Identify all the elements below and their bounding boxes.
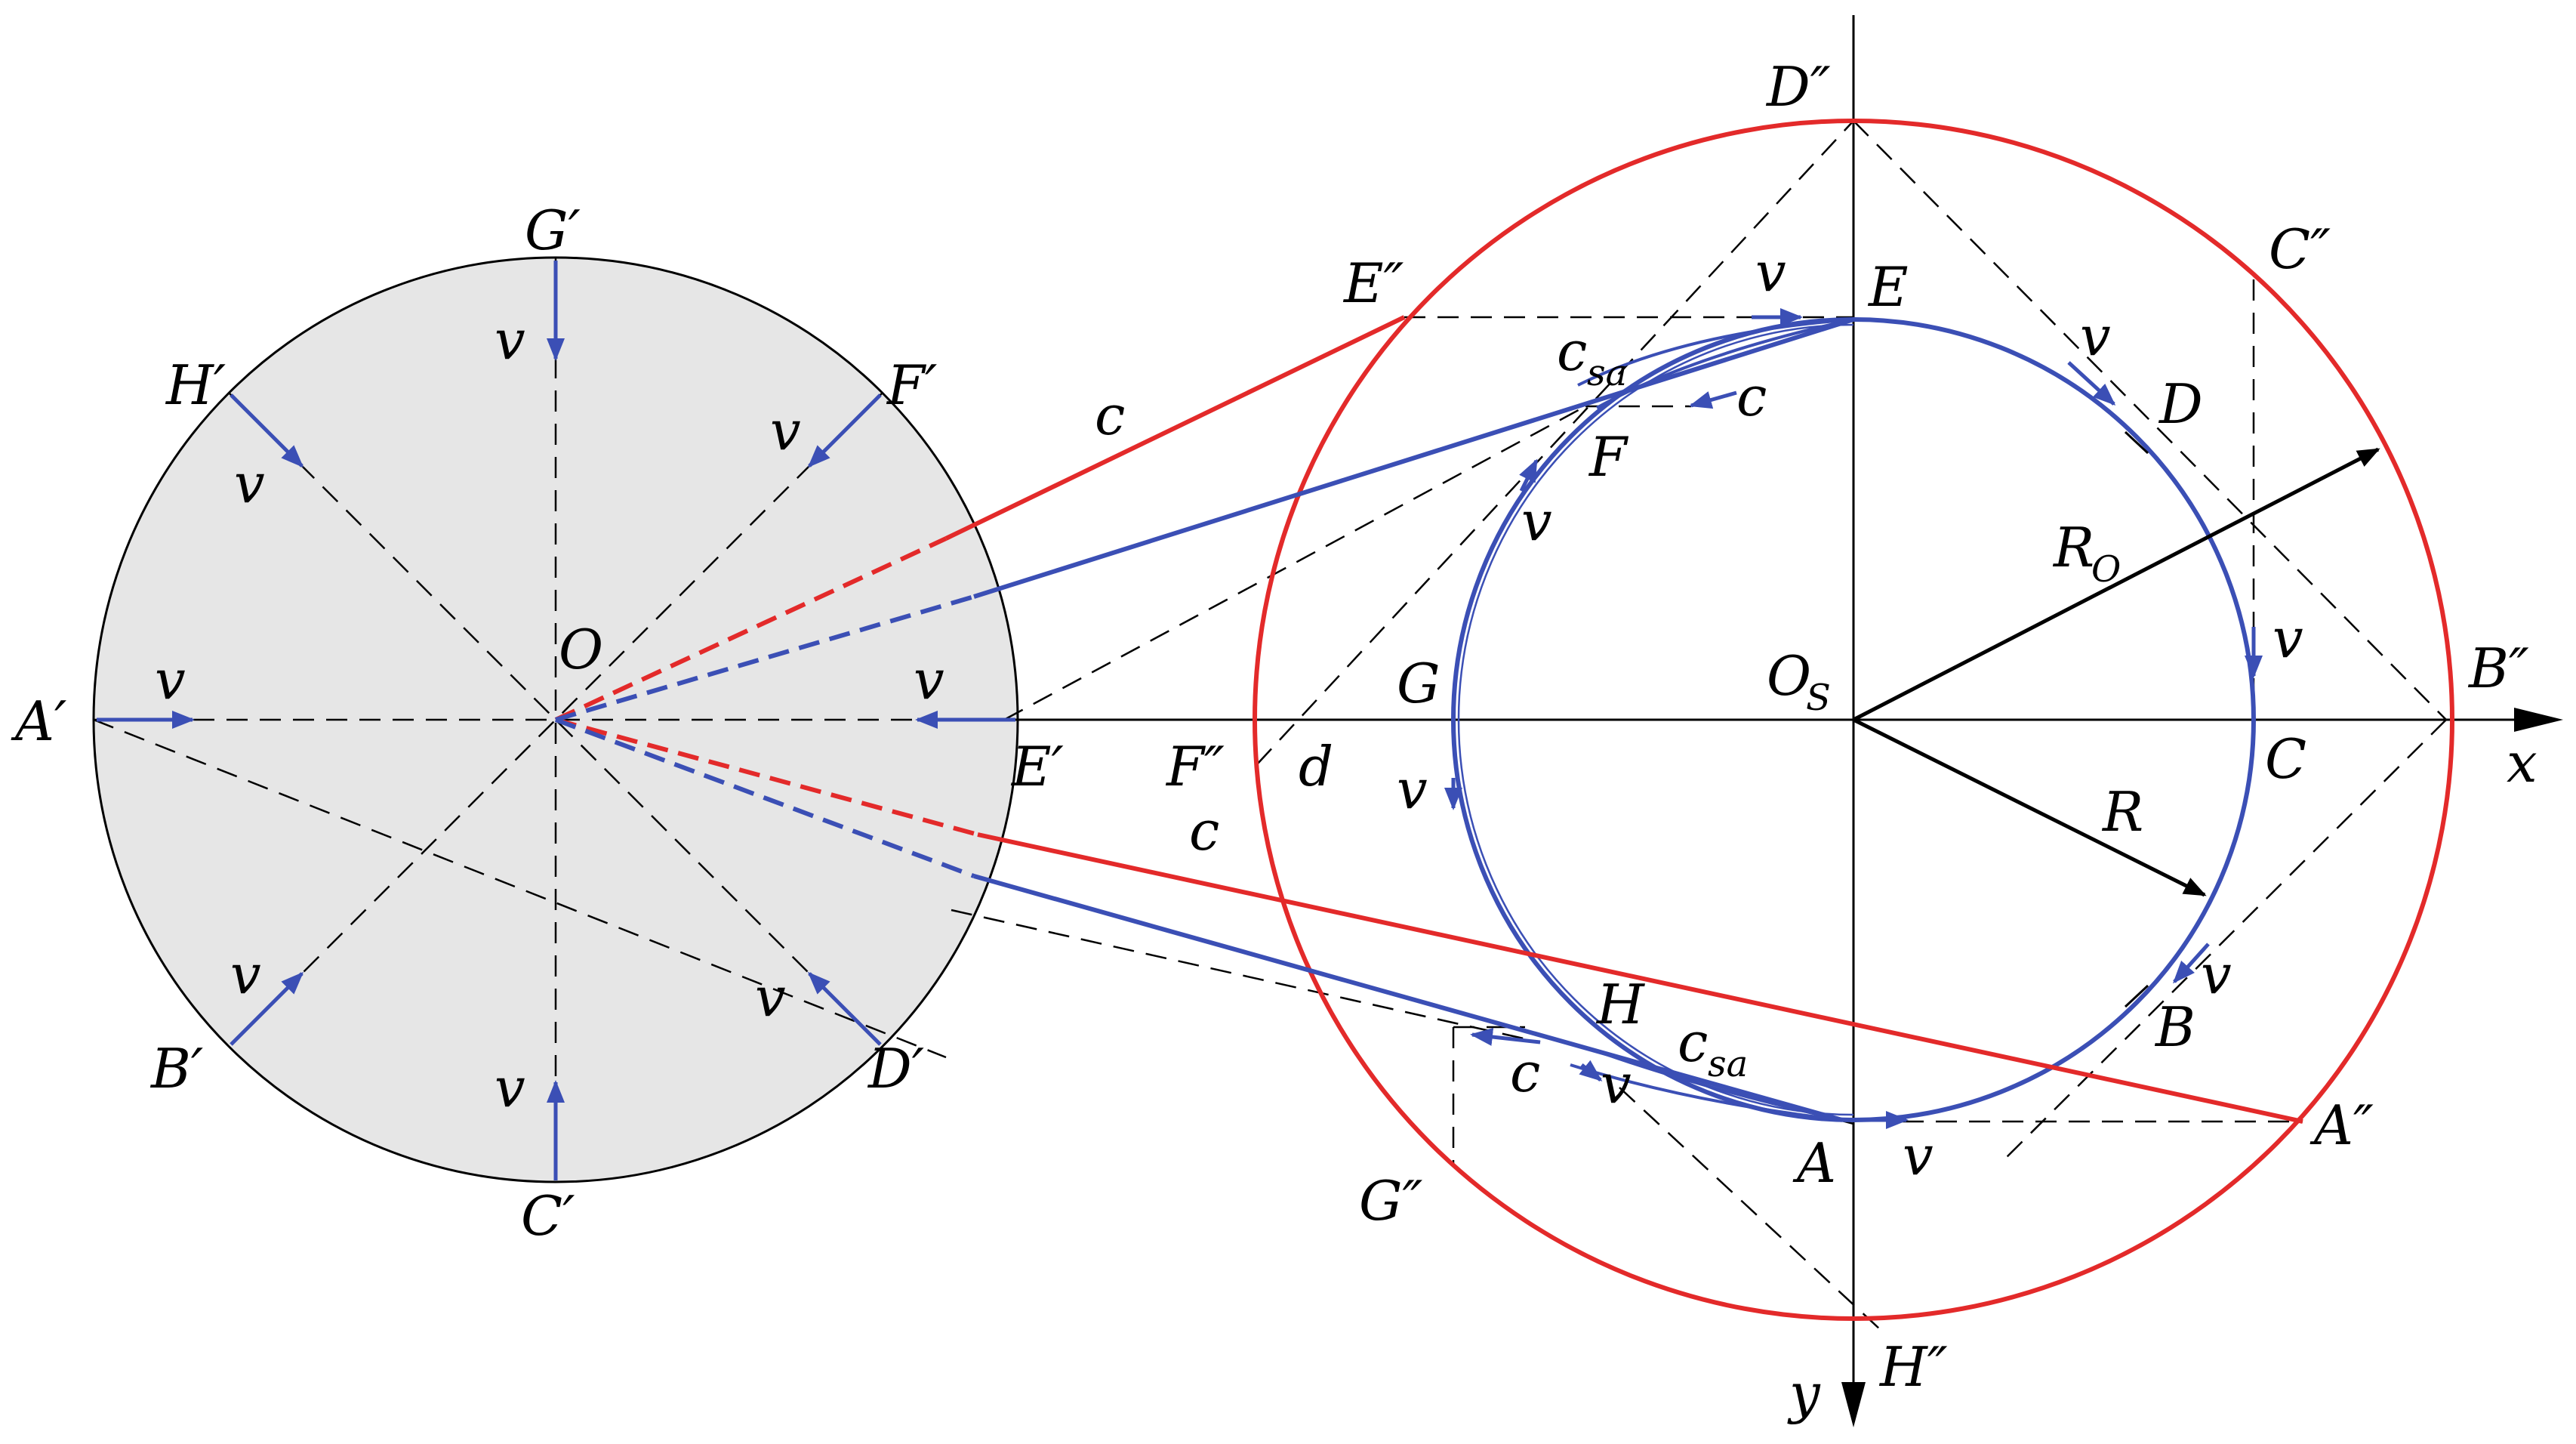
circle-tick-marks <box>2124 430 2149 1008</box>
inner-blue-circle-inner-trace <box>1457 323 1854 1116</box>
label-v-upper-left: v <box>234 452 265 515</box>
label-b: B <box>2154 995 2195 1059</box>
label-f: F <box>1588 425 1629 489</box>
label-ro-main: R <box>2052 516 2094 579</box>
red-lines-c <box>554 315 2303 1124</box>
label-h-prime: H′ <box>165 353 226 417</box>
label-y-axis: y <box>1787 1362 1821 1425</box>
outer-red-circle <box>1253 119 2454 1321</box>
label-v-bottom: v <box>495 1056 525 1119</box>
label-a-prime: A′ <box>11 690 66 753</box>
label-e: E <box>1867 255 1909 319</box>
label-v-upper-right: v <box>770 399 801 462</box>
label-g-double: G″ <box>1359 1169 1423 1233</box>
label-x-axis: x <box>2507 731 2537 795</box>
x-axis-arrowhead <box>2514 708 2563 732</box>
label-c: C <box>2265 727 2306 791</box>
label-o: O <box>559 618 603 681</box>
label-v-lower-left: v <box>230 943 261 1006</box>
label-h: H <box>1595 973 1645 1036</box>
label-v-top: v <box>495 308 525 372</box>
label-d-double: D″ <box>1765 55 1831 119</box>
label-c-upper-red: c <box>1095 384 1125 447</box>
label-f-prime: F′ <box>886 353 937 417</box>
label-g: G <box>1397 652 1441 715</box>
label-b-prime: B′ <box>149 1037 203 1100</box>
label-csa-lower-main: c <box>1678 1010 1708 1074</box>
label-h-double: H″ <box>1878 1335 1948 1399</box>
label-b-double: B″ <box>2467 637 2529 700</box>
label-v-d: v <box>2080 304 2111 368</box>
label-a: A <box>1792 1131 1836 1195</box>
coordinate-axes <box>1012 15 2525 1412</box>
y-axis-arrowhead <box>1841 1382 1866 1427</box>
label-c-lower-red: c <box>1189 799 1219 862</box>
label-v-b: v <box>2201 943 2232 1006</box>
label-f-double: F″ <box>1165 735 1225 798</box>
label-c-lower-small: c <box>1510 1041 1540 1104</box>
label-c-double: C″ <box>2269 218 2331 281</box>
label-v-h: v <box>1601 1052 1632 1115</box>
label-r: R <box>2101 780 2143 844</box>
radius-arrows <box>1852 447 2380 897</box>
label-v-c: v <box>2272 606 2303 670</box>
label-c-prime: C′ <box>521 1184 575 1248</box>
label-v-f: v <box>1521 489 1552 553</box>
label-g-prime: G′ <box>525 199 581 262</box>
left-sphere-dashed-diameters <box>93 258 1018 1182</box>
velocity-arrows <box>97 261 2263 1180</box>
label-v-e: v <box>1755 240 1786 304</box>
label-os-sub: S <box>1806 677 1831 719</box>
label-e-double: E″ <box>1342 251 1404 315</box>
label-e-prime: E′ <box>1010 735 1064 798</box>
label-csa-lower-sub: sa <box>1708 1043 1748 1085</box>
label-v-g: v <box>1397 757 1428 821</box>
label-d-prime: D′ <box>867 1037 924 1100</box>
label-v-lower-right: v <box>755 965 786 1029</box>
label-csa-upper-main: c <box>1557 319 1587 383</box>
label-csa-upper-sub: sa <box>1587 352 1627 394</box>
blue-lines <box>554 317 1854 1122</box>
label-v-right: v <box>914 648 944 711</box>
label-d: d <box>1299 735 1333 798</box>
label-a-double: A″ <box>2309 1094 2374 1157</box>
label-ro-sub: O <box>2091 548 2121 591</box>
label-d: D <box>2158 372 2203 436</box>
label-os-main: O <box>1767 644 1811 708</box>
label-v-left: v <box>155 648 186 711</box>
label-v-a: v <box>1903 1124 1934 1187</box>
label-c-upper-small: c <box>1736 365 1767 428</box>
construction-dashed-lines <box>951 120 2447 1330</box>
